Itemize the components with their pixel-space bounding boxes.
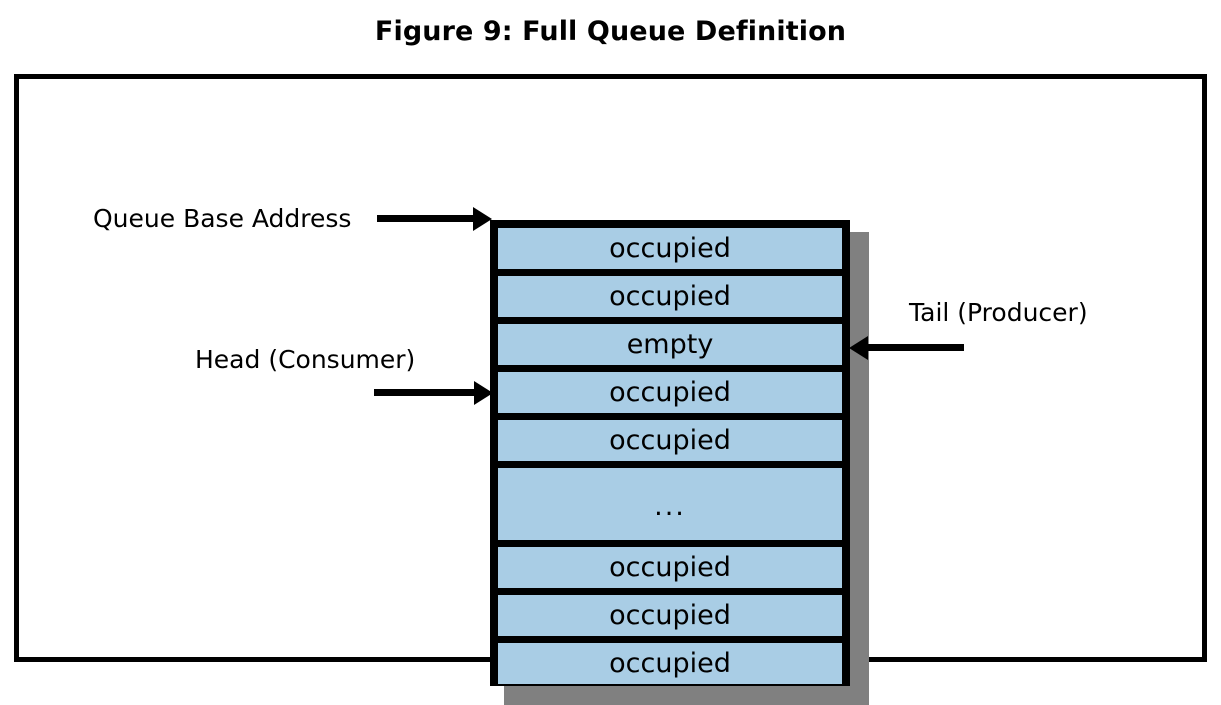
queue-slot: occupied: [498, 595, 842, 636]
queue-slot-stack: occupied occupied empty occupied occupie…: [490, 220, 850, 686]
queue-slot-ellipsis: ...: [498, 468, 842, 540]
arrow-shaft: [374, 389, 478, 396]
queue-slot-label: occupied: [609, 281, 731, 312]
queue-slot-label: occupied: [609, 600, 731, 631]
head-consumer-label: Head (Consumer): [195, 345, 416, 374]
arrow-head-right-icon: [473, 207, 492, 231]
queue-slot-label: occupied: [609, 425, 731, 456]
arrow-shaft: [868, 344, 964, 351]
arrow-head-right-icon: [474, 381, 493, 405]
queue-slot: occupied: [498, 547, 842, 588]
queue-slot: empty: [498, 324, 842, 365]
queue-slot: occupied: [498, 276, 842, 317]
figure-frame: occupied occupied empty occupied occupie…: [14, 74, 1207, 705]
queue-slot: occupied: [498, 228, 842, 269]
arrow-shaft: [377, 215, 477, 222]
queue-slot: occupied: [498, 643, 842, 684]
queue-slot: occupied: [498, 420, 842, 461]
queue-slot-label: occupied: [609, 233, 731, 264]
arrow-head-left-icon: [849, 336, 868, 360]
tail-producer-label: Tail (Producer): [909, 298, 1088, 327]
queue-slot-label: occupied: [609, 377, 731, 408]
queue-slot-label: ...: [654, 490, 686, 522]
queue-slot: occupied: [498, 372, 842, 413]
queue-base-address-label: Queue Base Address: [93, 204, 352, 233]
queue-slot-label: empty: [626, 329, 714, 360]
queue-slot-label: occupied: [609, 552, 731, 583]
figure-title: Figure 9: Full Queue Definition: [374, 16, 847, 47]
